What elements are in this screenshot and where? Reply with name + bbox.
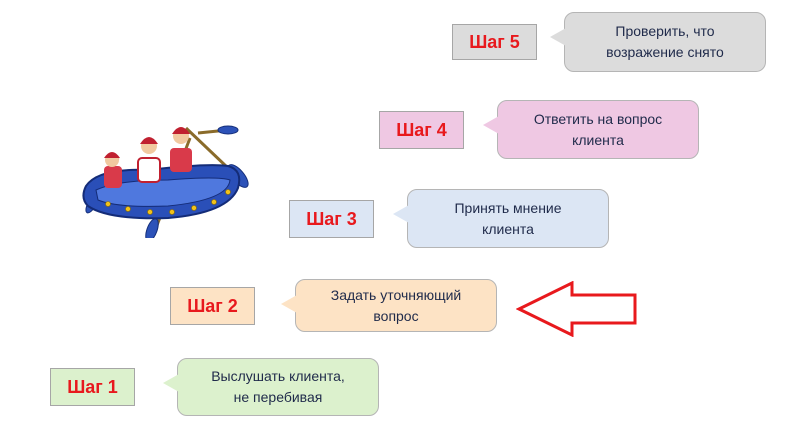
step-2-label-text: Шаг 2 bbox=[187, 295, 238, 316]
step-1-label: Шаг 1 bbox=[50, 368, 135, 406]
bubble-tail bbox=[163, 374, 179, 392]
bubble-tail-shape bbox=[550, 28, 566, 46]
step-3-label-text: Шаг 3 bbox=[306, 208, 357, 229]
step-5-text: Проверить, что возражение снято bbox=[606, 23, 724, 60]
arrow-left-outline-icon bbox=[516, 281, 637, 337]
bubble-tail-shape bbox=[281, 295, 297, 313]
step-3-bubble: Принять мнение клиента bbox=[393, 189, 609, 248]
step-5-bubble: Проверить, что возражение снято bbox=[550, 12, 766, 72]
step-3-text: Принять мнение клиента bbox=[454, 199, 562, 237]
bubble-tail bbox=[393, 205, 409, 223]
bubble-tail bbox=[483, 116, 499, 134]
step-4-bubble: Ответить на вопрос клиента bbox=[483, 100, 699, 159]
bubble-tail bbox=[281, 295, 297, 313]
step-5-label: Шаг 5 bbox=[452, 24, 537, 60]
rafter-1 bbox=[104, 152, 122, 188]
bubble-tail-shape bbox=[483, 116, 499, 134]
boat-hull bbox=[82, 164, 241, 220]
step-5-label-text: Шаг 5 bbox=[469, 31, 520, 52]
rafting-boat-icon bbox=[82, 125, 249, 238]
arrow-shape bbox=[516, 281, 637, 337]
step-1-label-text: Шаг 1 bbox=[67, 376, 118, 397]
step-2-text: Задать уточняющий вопрос bbox=[330, 286, 462, 324]
rafter-2 bbox=[137, 137, 161, 183]
step-3-label: Шаг 3 bbox=[289, 200, 374, 238]
bubble-tail bbox=[550, 28, 566, 46]
step-1-bubble: Выслушать клиента, не перебивая bbox=[163, 358, 379, 416]
step-4-label: Шаг 4 bbox=[379, 111, 464, 149]
bubble-tail-shape bbox=[163, 374, 179, 392]
step-2-bubble: Задать уточняющий вопрос bbox=[281, 279, 497, 332]
step-4-text: Ответить на вопрос клиента bbox=[533, 110, 663, 148]
step-2-label: Шаг 2 bbox=[170, 287, 255, 325]
step-4-label-text: Шаг 4 bbox=[396, 119, 447, 140]
rafter-3 bbox=[170, 127, 192, 172]
step-1-text: Выслушать клиента, не перебивая bbox=[211, 368, 345, 405]
bubble-tail-shape bbox=[393, 205, 409, 223]
